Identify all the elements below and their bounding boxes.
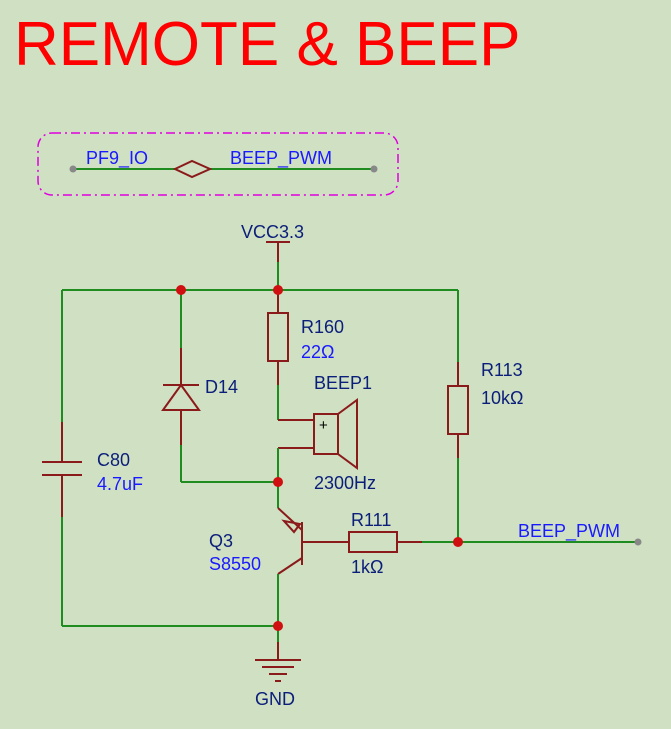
- alias-endpoint-left: [69, 165, 77, 173]
- ground-symbol: GND: [255, 626, 301, 709]
- q3-collector: [277, 557, 303, 575]
- alias-right-label: BEEP_PWM: [230, 148, 332, 169]
- junction-dot: [176, 285, 186, 295]
- beep1-plus: +: [319, 417, 328, 434]
- r111-ref: R111: [351, 510, 391, 530]
- gnd-label: GND: [255, 689, 295, 709]
- c80-value: 4.7uF: [97, 474, 143, 494]
- beep1-value: 2300Hz: [314, 473, 376, 493]
- net-alias-diamond-icon: [172, 159, 213, 179]
- junctions: [176, 285, 463, 631]
- q3-emitter-arrow-icon: [281, 519, 302, 534]
- q3-value: S8550: [209, 554, 261, 574]
- junction-dot: [273, 477, 283, 487]
- junction-dot: [453, 537, 463, 547]
- r160-ref: R160: [301, 317, 344, 337]
- alias-box: [37, 132, 399, 196]
- beep1-ref: BEEP1: [314, 373, 372, 393]
- beep-pwm-net-label: BEEP_PWM: [518, 521, 620, 542]
- alias-left-label: PF9_IO: [86, 148, 148, 169]
- q3-ref: Q3: [209, 531, 233, 551]
- page-title: REMOTE & BEEP: [14, 10, 521, 79]
- alias-endpoint-right: [370, 165, 378, 173]
- r111-resistor-icon: [348, 531, 398, 553]
- r111-value: 1kΩ: [351, 557, 383, 577]
- junction-dot: [273, 621, 283, 631]
- r113-value: 10kΩ: [481, 388, 523, 408]
- r160-value: 22Ω: [301, 342, 334, 362]
- vcc-label: VCC3.3: [241, 222, 304, 242]
- r113-resistor-icon: [447, 385, 469, 435]
- vcc-symbol: VCC3.3: [241, 222, 304, 290]
- junction-dot: [273, 285, 283, 295]
- net-alias-group: PF9_IO BEEP_PWM: [37, 132, 399, 196]
- r160-resistor-icon: [267, 312, 289, 362]
- r113-ref: R113: [481, 360, 523, 380]
- beep-pwm-endpoint: [634, 538, 642, 546]
- d14-ref: D14: [205, 377, 238, 397]
- d14-diode-icon: [161, 383, 201, 411]
- buzzer-icon: [337, 398, 358, 470]
- c80-ref: C80: [97, 450, 130, 470]
